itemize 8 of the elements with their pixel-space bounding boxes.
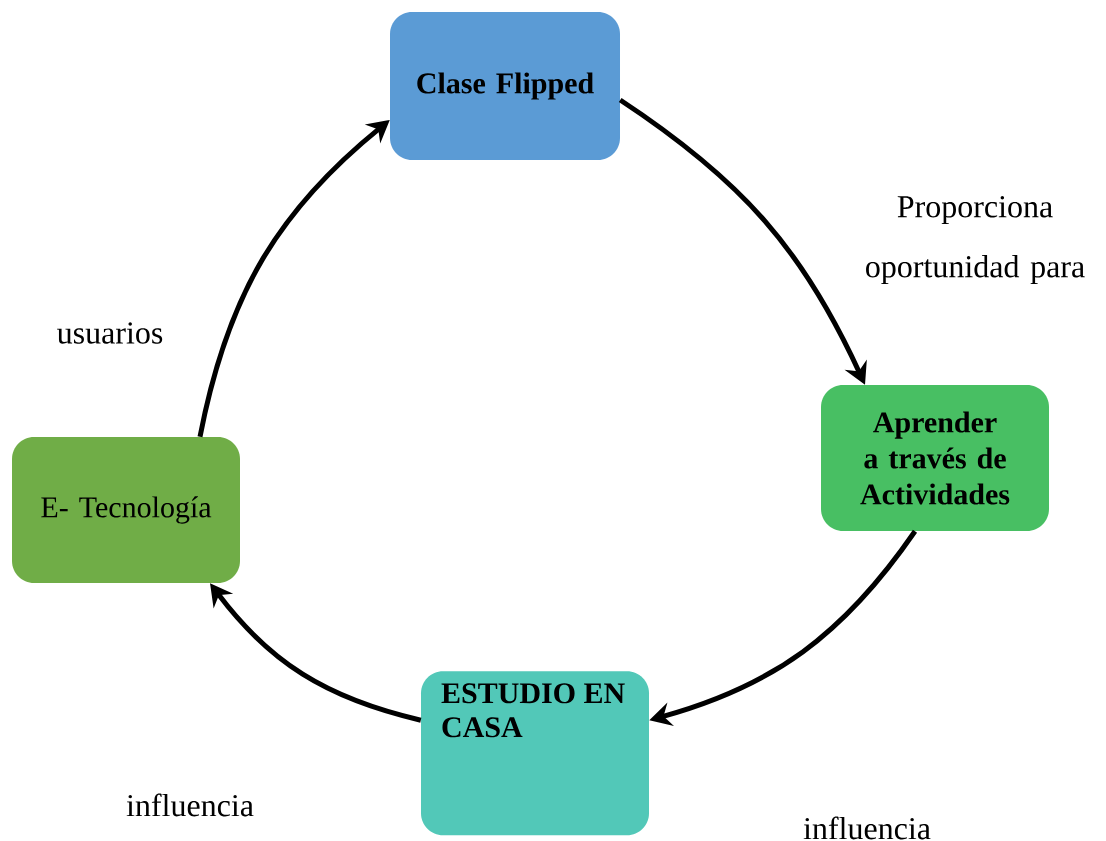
- process-box: E- Tecnología: [12, 437, 240, 583]
- edge-label: influencia: [126, 793, 254, 817]
- process-box: Aprender a través de Actividades: [821, 385, 1049, 531]
- edge-label: usuarios: [57, 322, 163, 344]
- edge-label: influencia: [803, 816, 931, 840]
- process-box: Clase Flipped: [390, 12, 620, 160]
- edge-label: Proporciona oportunidad para: [866, 196, 1085, 284]
- process-box: ESTUDIO EN CASA: [421, 671, 649, 836]
